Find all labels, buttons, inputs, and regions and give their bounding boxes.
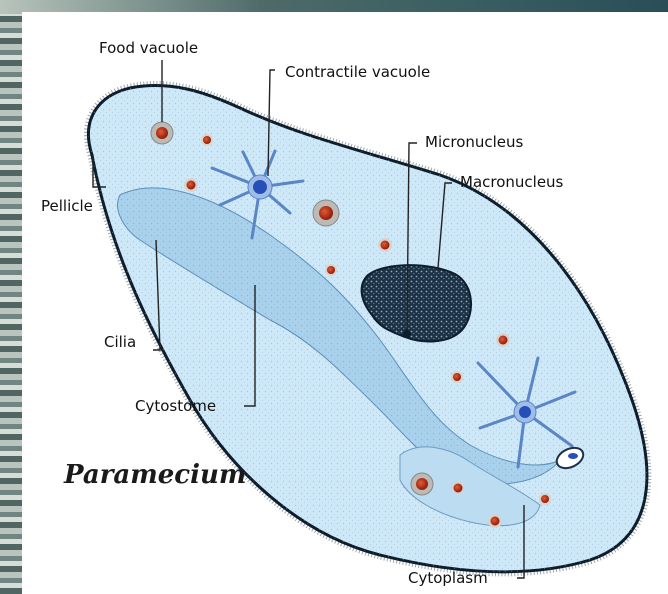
label-macronucleus: Macronucleus — [460, 173, 563, 191]
food-vacuole — [452, 482, 464, 494]
label-pellicle: Pellicle — [41, 197, 93, 215]
food-vacuole — [184, 178, 198, 192]
food-vacuole — [451, 371, 463, 383]
food-vacuole — [496, 333, 510, 347]
food-vacuole — [539, 493, 551, 505]
micronucleus — [403, 330, 411, 338]
food-vacuole — [411, 473, 433, 495]
food-vacuole — [488, 514, 502, 528]
food-vacuole — [201, 134, 213, 146]
label-micronucleus: Micronucleus — [425, 133, 523, 151]
label-food-vacuole: Food vacuole — [99, 39, 198, 57]
label-cytoplasm: Cytoplasm — [408, 569, 488, 587]
food-vacuole — [378, 238, 392, 252]
food-vacuole — [151, 122, 173, 144]
label-cytostome: Cytostome — [135, 397, 216, 415]
label-cilia: Cilia — [104, 333, 136, 351]
food-vacuole — [313, 200, 339, 226]
label-contractile-vacuole: Contractile vacuole — [285, 63, 430, 81]
diagram-title: Paramecium — [64, 460, 246, 490]
food-vacuole — [325, 264, 337, 276]
